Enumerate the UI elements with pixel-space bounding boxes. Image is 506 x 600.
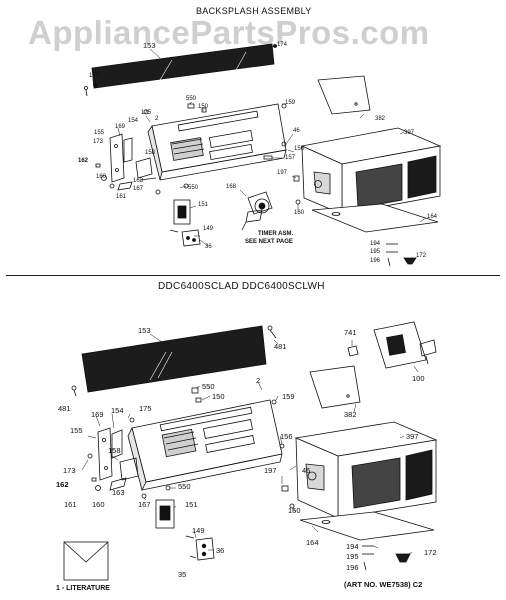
callout-163: 163 [112,488,125,497]
callout-46: 46 [302,466,311,475]
callout-153: 153 [143,41,156,50]
callout-550: 550 [202,382,215,391]
callout-160: 160 [92,500,105,509]
callout-161: 161 [64,500,77,509]
callout-163: 163 [133,178,144,184]
callout-100: 100 [412,374,425,383]
control-board-bottom [373,321,437,369]
callout-481: 481 [274,342,287,351]
callout-159: 159 [285,100,296,106]
callout-156: 156 [280,432,293,441]
callout-382: 382 [344,410,357,419]
model-header: DDC6400SCLAD DDC6400SCLWH [158,281,325,292]
callout-159: 159 [282,392,295,401]
callout-150: 150 [212,392,225,401]
section-divider [6,275,500,276]
callout-160: 160 [288,506,301,515]
glass-panel-bottom [81,325,267,393]
callout-158: 158 [108,446,121,455]
callout-195: 195 [346,552,359,561]
callout-194: 194 [346,542,359,551]
callout-162: 162 [56,480,69,489]
callout-168: 168 [226,184,237,190]
glass-panel-top [91,43,275,89]
callout-151: 151 [185,500,198,509]
callout-550: 550 [178,482,191,491]
callout-150: 150 [198,104,209,110]
backsplash-console-top [147,103,287,181]
callout-175: 175 [141,110,152,116]
callout-196: 196 [370,258,381,264]
callout-35: 35 [178,570,187,579]
callout-2: 2 [155,116,159,122]
callout-550: 550 [186,96,197,102]
callout-160: 160 [96,174,107,180]
callout-172: 172 [416,253,427,259]
callout-197: 197 [277,170,288,176]
callout-155: 155 [70,426,83,435]
callout-175: 175 [139,404,152,413]
callout-154: 154 [128,118,139,124]
callout-155: 155 [94,130,105,136]
callout-167: 167 [133,186,144,192]
callout-169: 169 [91,410,104,419]
callout-173: 173 [93,139,104,145]
callout-382: 382 [375,116,386,122]
callout-481: 481 [58,404,71,413]
callout-550: 550 [188,185,199,191]
callout-173: 173 [63,466,76,475]
callout-2: 2 [256,376,261,385]
callout-158: 158 [145,150,156,156]
callout-46: 46 [293,128,300,134]
callout-164: 164 [427,214,438,220]
callout-195: 195 [370,249,381,255]
callout-397: 397 [406,432,419,441]
callout-397: 397 [404,130,415,136]
callout-149: 149 [192,526,205,535]
callout-174: 174 [277,42,288,48]
callout-154: 154 [111,406,124,415]
callout-741: 741 [344,328,357,337]
timer-note: SEE NEXT PAGE [245,239,293,245]
control-housing-bottom [294,421,438,519]
callout-169: 169 [115,124,126,130]
callout-174: 174 [89,73,100,79]
callout-172: 172 [424,548,437,557]
section-title-backsplash: BACKSPLASH ASSEMBLY [196,6,312,16]
callout-167: 167 [138,500,151,509]
callout-197: 197 [264,466,277,475]
callout-157: 157 [285,155,296,161]
callout-161: 161 [116,194,127,200]
callout-162: 162 [78,158,89,164]
callout-149: 149 [203,226,214,232]
art-number: (ART NO. WE7538) C2 [344,580,423,589]
callout-156: 156 [294,146,305,152]
callout-194: 194 [370,241,381,247]
watermark: AppliancePartsPros.com [28,14,430,51]
callout-153: 153 [138,326,151,335]
callout-36: 36 [216,546,225,555]
literature-envelope [63,541,109,581]
callout-36: 36 [205,244,212,250]
callout-160: 160 [294,210,305,216]
callout-164: 164 [306,538,319,547]
callout-151: 151 [198,202,209,208]
literature-label: 1 - LITERATURE [56,585,110,592]
callout-196: 196 [346,563,359,572]
timer-assembly-top [241,191,273,231]
control-housing-top [300,127,442,215]
backsplash-console-bottom [127,399,283,492]
timer-note: TIMER ASM. [258,231,294,237]
